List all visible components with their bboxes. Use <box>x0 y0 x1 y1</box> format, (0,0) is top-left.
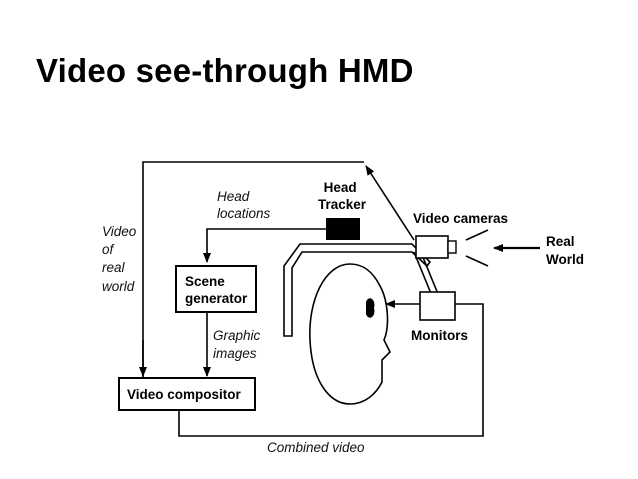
monitors-label: Monitors <box>411 328 468 343</box>
camera-ray-bottom <box>465 255 489 267</box>
hmd-strut <box>413 251 433 297</box>
camera-ray-top <box>465 229 489 241</box>
scene-generator-label: Scene generator <box>185 274 248 306</box>
graphic-images-label: Graphic images <box>213 328 264 361</box>
head-locations-arrow <box>203 228 326 263</box>
hmd-frame <box>283 243 432 337</box>
video-cameras-label: Video cameras <box>413 211 508 226</box>
camera-to-top-arrow <box>365 165 415 241</box>
video-compositor-label: Video compositor <box>127 387 242 402</box>
real-world-label: Real World <box>546 234 584 267</box>
video-compositor-box <box>118 377 256 411</box>
eye-icon <box>366 298 375 318</box>
video-camera-body <box>415 235 449 259</box>
head-locations-label: Head locations <box>217 189 271 221</box>
head-tracker-block <box>326 218 360 240</box>
video-of-real-world-label: Video of real world <box>102 224 140 294</box>
scene-generator-box <box>175 265 257 313</box>
video-camera-lens <box>447 240 457 254</box>
monitor-box <box>419 291 456 321</box>
combined-video-line <box>178 303 484 437</box>
slide-title: Video see-through HMD <box>36 52 414 89</box>
combined-video-label: Combined video <box>267 440 365 455</box>
head-tracker-label: Head Tracker <box>318 180 367 212</box>
video-feed-line <box>142 161 364 378</box>
head-outline <box>309 263 391 405</box>
